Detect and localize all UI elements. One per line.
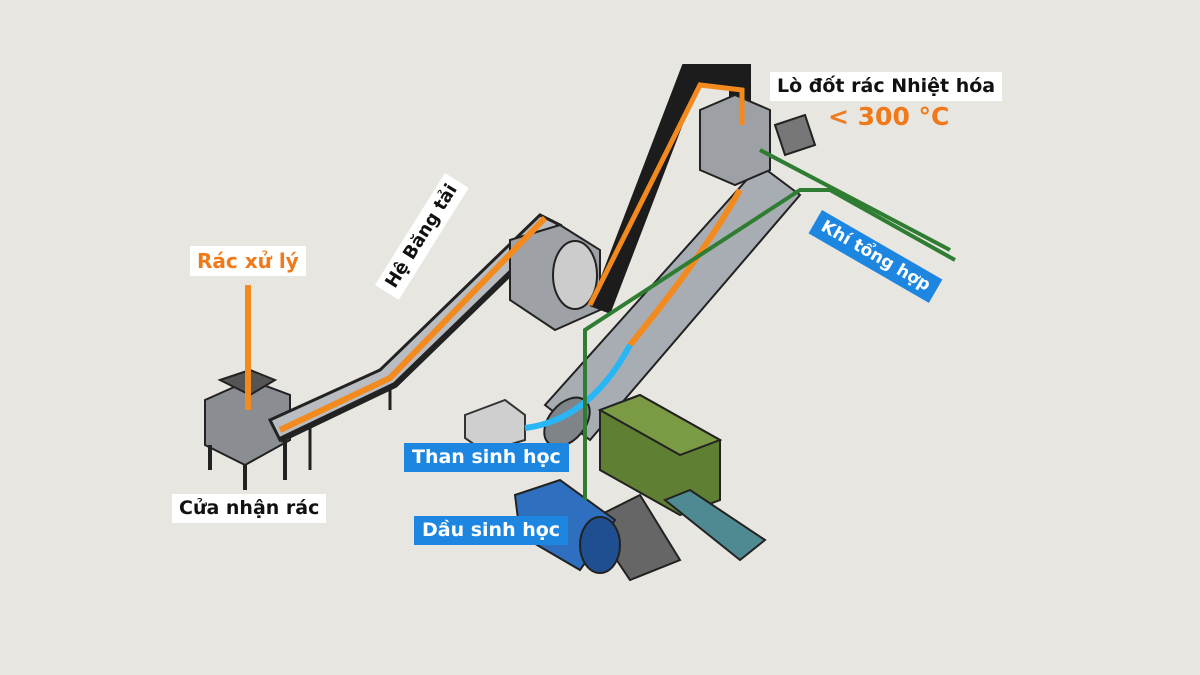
bio-oil-label: Dầu sinh học — [414, 516, 569, 545]
temperature-label: < 300 °C — [828, 102, 950, 131]
furnace-label: Lò đốt rác Nhiệt hóa — [770, 72, 1003, 101]
syngas-flow-2 — [759, 148, 951, 252]
condenser-unit — [597, 393, 723, 517]
waste-duct-flow — [587, 82, 745, 307]
waste-intake-machine — [204, 368, 291, 490]
waste-input-label: Rác xử lý — [190, 246, 306, 276]
syngas-flow — [583, 188, 956, 500]
shredder-machine — [509, 223, 601, 332]
waste-conveyor-flow — [278, 215, 548, 433]
waste-kiln-flow — [627, 188, 743, 347]
biochar-bags — [464, 398, 526, 454]
biochar-label: Than sinh học — [404, 443, 569, 472]
furnace — [699, 93, 817, 187]
intake-label: Cửa nhận rác — [172, 494, 327, 523]
